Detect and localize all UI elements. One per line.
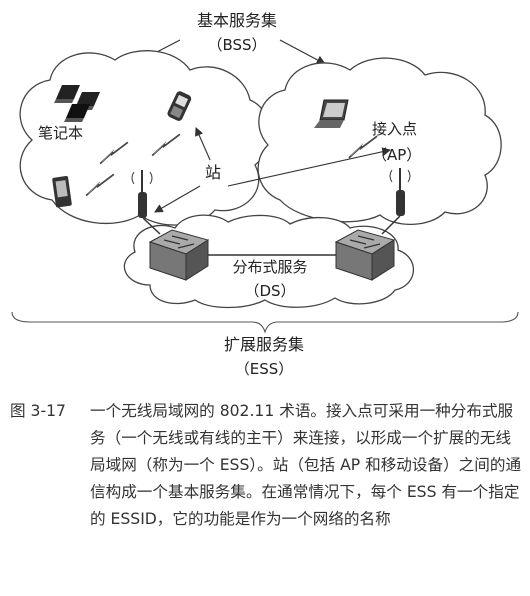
antenna-icon xyxy=(131,170,153,218)
switch-icon xyxy=(148,229,210,281)
caption-label: 图 3-17 xyxy=(10,402,66,420)
bss-title: 基本服务集 xyxy=(197,11,277,30)
phone-icon xyxy=(167,91,192,121)
station-arrow-ap-left xyxy=(154,185,201,213)
ds-title: 分布式服务 xyxy=(232,258,307,276)
antenna-icon xyxy=(389,168,411,216)
laptop-icon xyxy=(54,85,80,103)
figure-caption: 图 3-17 一个无线局域网的 802.11 术语。接入点可采用一种分布式服务（… xyxy=(10,398,522,533)
ds-abbr: （DS） xyxy=(244,282,295,300)
pda-icon xyxy=(52,176,72,208)
ap-abbr: （AP） xyxy=(372,146,421,164)
bss-cloud-right xyxy=(257,57,502,226)
laptop-icon xyxy=(64,104,90,122)
ap-link-left xyxy=(142,217,161,235)
bss-abbr: （BSS） xyxy=(207,36,266,54)
switch-icon xyxy=(334,229,396,281)
station-label: 站 xyxy=(205,163,221,182)
ap-link-right xyxy=(381,215,401,235)
network-diagram: 基本服务集 （BSS） 笔记本 xyxy=(11,11,519,378)
laptop-icon xyxy=(314,99,349,128)
ess-brace xyxy=(11,311,519,334)
bss-arrow-right xyxy=(279,39,327,65)
ess-abbr: （ESS） xyxy=(235,360,294,378)
station-arrow-phone xyxy=(195,126,211,161)
station-arrow-ap-right xyxy=(227,147,392,187)
caption-text: 一个无线局域网的 802.11 术语。接入点可采用一种分布式服务（一个无线或有线… xyxy=(90,402,522,528)
ap-label: 接入点 xyxy=(372,120,417,138)
laptop-label: 笔记本 xyxy=(38,124,83,142)
ess-title: 扩展服务集 xyxy=(224,335,304,354)
